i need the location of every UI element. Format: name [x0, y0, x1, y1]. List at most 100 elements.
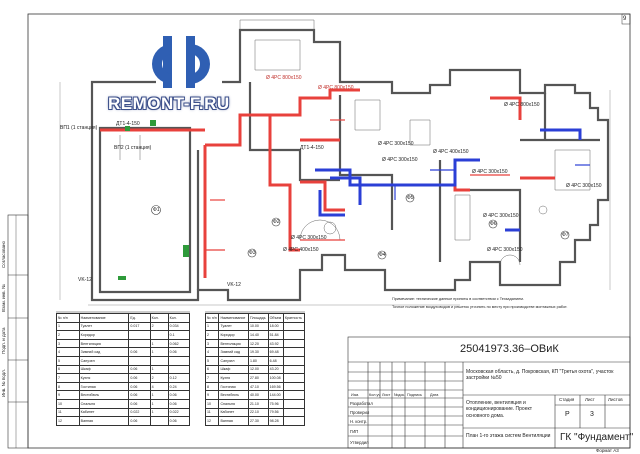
dimension-lines [59, 82, 611, 306]
room-circles [151, 193, 570, 260]
col-header: Подпись [407, 393, 423, 397]
table-cell: 0.06 [167, 398, 191, 409]
table-cell: Зимний сад [78, 347, 130, 357]
table-cell: 10.00 [247, 321, 269, 332]
duct-tag: Ø 4РС 400x150 [283, 247, 319, 253]
unit-tag: VK-12 [227, 282, 241, 288]
table-cell: 6 [56, 364, 80, 375]
table-cell: 0.12 [167, 373, 191, 383]
table-cell: 1 [149, 390, 169, 400]
table-cell: 1 [149, 407, 169, 418]
table-cell [282, 355, 306, 366]
table-cell: 1 [149, 347, 169, 357]
table-cell [282, 338, 306, 349]
table-header-cell: Кол. [149, 313, 169, 323]
unit-tag: ДТ1-4-150 [116, 121, 140, 127]
duct-tag: Ø 4РС 300x150 [487, 247, 523, 253]
table-cell: 47.10 [247, 381, 269, 392]
document-code: 25041973.36–ОВиК [460, 343, 559, 355]
table-cell: 0.06 [167, 347, 191, 357]
table-cell: 43.92 [267, 338, 284, 349]
table-cell [167, 355, 191, 366]
table-cell: Вентиляция [218, 338, 249, 349]
table-cell: 69.48 [267, 347, 284, 357]
table-cell: 1 [149, 338, 169, 349]
table-cell: 144.00 [267, 390, 284, 400]
room-label: Ф6 [490, 221, 497, 227]
duct-tag: Ø 4РС 800x150 [504, 102, 540, 108]
table-cell: 18.00 [267, 321, 284, 332]
table-cell: 0.022 [128, 407, 151, 418]
table-cell: 75.96 [267, 398, 284, 409]
table-cell: Шкаф [78, 364, 130, 375]
table-cell: Туалет [218, 321, 249, 332]
duct-tag: Ø 4РС 300x150 [291, 235, 327, 241]
table-cell: 0.24 [167, 381, 191, 392]
table-cell: Кухня [78, 373, 130, 383]
table-cell [128, 338, 151, 349]
table-cell: 5 [56, 355, 80, 366]
table-cell: 3 [56, 338, 80, 349]
col-header: №док. [394, 393, 406, 397]
table-cell [128, 355, 151, 366]
paper-format: Формат А3 [596, 448, 619, 453]
table-cell: 100.08 [267, 373, 284, 383]
table-cell: 0.062 [167, 338, 191, 349]
table-header-cell: Кол. [167, 313, 191, 323]
table-header-cell: Наименование [78, 313, 130, 323]
duct-tag: Ø 4РС 300x150 [566, 183, 602, 189]
table-cell: 0.06 [128, 398, 151, 409]
table-cell: Вестибюль [78, 390, 130, 400]
table-cell [282, 390, 306, 400]
note-line: Примечание: технические данные приняты в… [392, 297, 524, 301]
table-header-cell: Объем [267, 313, 284, 323]
table-cell: 12.20 [247, 338, 269, 349]
table-cell: 2 [149, 373, 169, 383]
table-cell: 9 [204, 390, 220, 400]
unit-tag: VK-12 [78, 277, 92, 283]
stage-label: Стадия [559, 397, 575, 402]
side-stamp-label: Согласовано [1, 240, 6, 268]
table-cell: 12.00 [247, 364, 269, 375]
table-cell: 0.06 [128, 390, 151, 400]
table-cell [128, 330, 151, 340]
table-cell [149, 330, 169, 340]
table-cell: 40.00 [247, 390, 269, 400]
room-label: Ф5 [407, 195, 414, 201]
note-line: Точное положение воздуховодов и решеток … [392, 305, 568, 309]
table-cell: 79.56 [267, 407, 284, 418]
side-stamp-label: Подп. и дата [1, 327, 6, 354]
table-cell: 4 [56, 347, 80, 357]
table-cell: 0.06 [167, 416, 191, 426]
table-cell: 2 [149, 321, 169, 332]
duct-tag: Ø 4РС 300x150 [378, 141, 414, 147]
role-label: Разработал [350, 401, 373, 406]
table-cell: Спальня [78, 398, 130, 409]
table-cell [282, 373, 306, 383]
duct-tag: Ø 4РС 300x150 [483, 213, 519, 219]
table-cell: 5 [204, 355, 220, 366]
table-cell: 0.017 [128, 321, 151, 332]
supply-ducts [100, 88, 555, 278]
table-cell [282, 398, 306, 409]
table-cell: 2 [204, 330, 220, 340]
logo-text[interactable]: REMONT-F.RU [108, 94, 230, 113]
table-cell: 0.022 [167, 407, 191, 418]
col-header: Изм. [351, 393, 360, 397]
table-cell: 1 [149, 364, 169, 375]
table-cell: 19.30 [247, 347, 269, 357]
table-cell: 43.20 [267, 364, 284, 375]
table-cell: Вестибюль [218, 390, 249, 400]
table-cell: Гостиная [218, 381, 249, 392]
table-cell: 14.40 [247, 330, 269, 340]
